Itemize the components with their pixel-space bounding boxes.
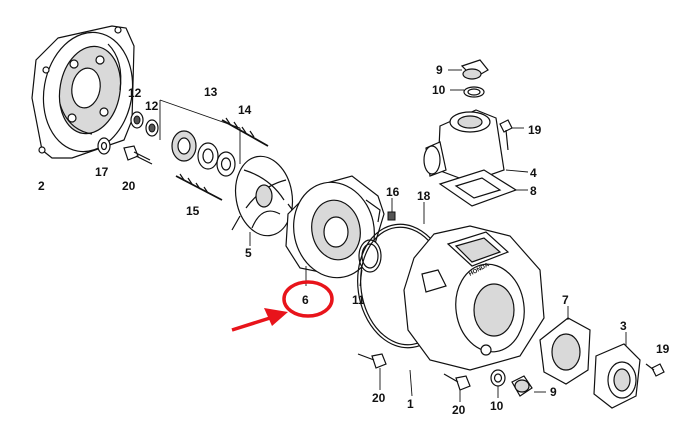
drain-cap-part-9b [511, 375, 546, 397]
drain-plug-part-16 [387, 198, 396, 221]
label-part-19b: 19 [656, 342, 670, 356]
highlight-arrow-head [264, 308, 288, 326]
label-part-13: 13 [204, 85, 218, 99]
label-part-2: 2 [38, 179, 45, 193]
mechanical-seal-part-13 [159, 99, 241, 177]
filler-cap-part-9a [448, 59, 489, 80]
label-part-6: 6 [302, 293, 309, 307]
washer-part-10b [490, 369, 506, 398]
label-part-7: 7 [562, 293, 569, 307]
stud-bolt-part-14 [221, 117, 269, 147]
label-part-12b: 12 [145, 99, 159, 113]
gasket-part-7 [539, 306, 591, 385]
label-part-20b: 20 [372, 391, 386, 405]
label-part-4: 4 [530, 166, 537, 180]
outlet-cover-part-3 [593, 332, 641, 409]
label-part-3: 3 [620, 319, 627, 333]
bolt-part-20b [357, 353, 387, 390]
label-part-15: 15 [186, 204, 200, 218]
label-part-5: 5 [245, 246, 252, 260]
label-part-17: 17 [95, 165, 109, 179]
label-part-8: 8 [530, 184, 537, 198]
bolt-part-20a [123, 145, 153, 165]
highlight-circle [282, 280, 334, 318]
label-part-16: 16 [386, 185, 400, 199]
label-part-20c: 20 [452, 403, 466, 417]
part-labels: 2 12 12 13 14 17 20 15 5 6 11 16 18 9 10… [38, 63, 670, 417]
label-part-14: 14 [238, 103, 252, 117]
highlight-arrow-shaft [231, 316, 271, 332]
mounting-plate-part-2 [31, 25, 135, 159]
pump-casing-part-1: HONDA [403, 225, 545, 397]
gasket-part-8 [438, 169, 528, 207]
oil-seal-part-12b [145, 119, 159, 137]
label-part-9b: 9 [550, 385, 557, 399]
label-part-9a: 9 [436, 63, 443, 77]
o-ring-part-11 [358, 239, 382, 287]
label-part-20a: 20 [122, 179, 136, 193]
bolt-part-19b [645, 363, 665, 377]
label-part-10a: 10 [432, 83, 446, 97]
label-part-12a: 12 [128, 86, 142, 100]
label-part-1: 1 [407, 397, 414, 411]
oil-seal-part-12a [130, 111, 144, 129]
label-part-10b: 10 [490, 399, 504, 413]
bolt-part-19a [499, 119, 524, 151]
label-part-18: 18 [417, 189, 431, 203]
stud-bolt-part-15 [175, 173, 223, 201]
washer-part-17 [97, 137, 111, 155]
label-part-19a: 19 [528, 123, 542, 137]
label-part-11: 11 [352, 293, 365, 307]
discharge-elbow-part-4 [423, 109, 529, 183]
bolt-part-20c [443, 373, 471, 402]
washer-part-10a [450, 86, 485, 98]
highlight-callout [231, 280, 334, 332]
